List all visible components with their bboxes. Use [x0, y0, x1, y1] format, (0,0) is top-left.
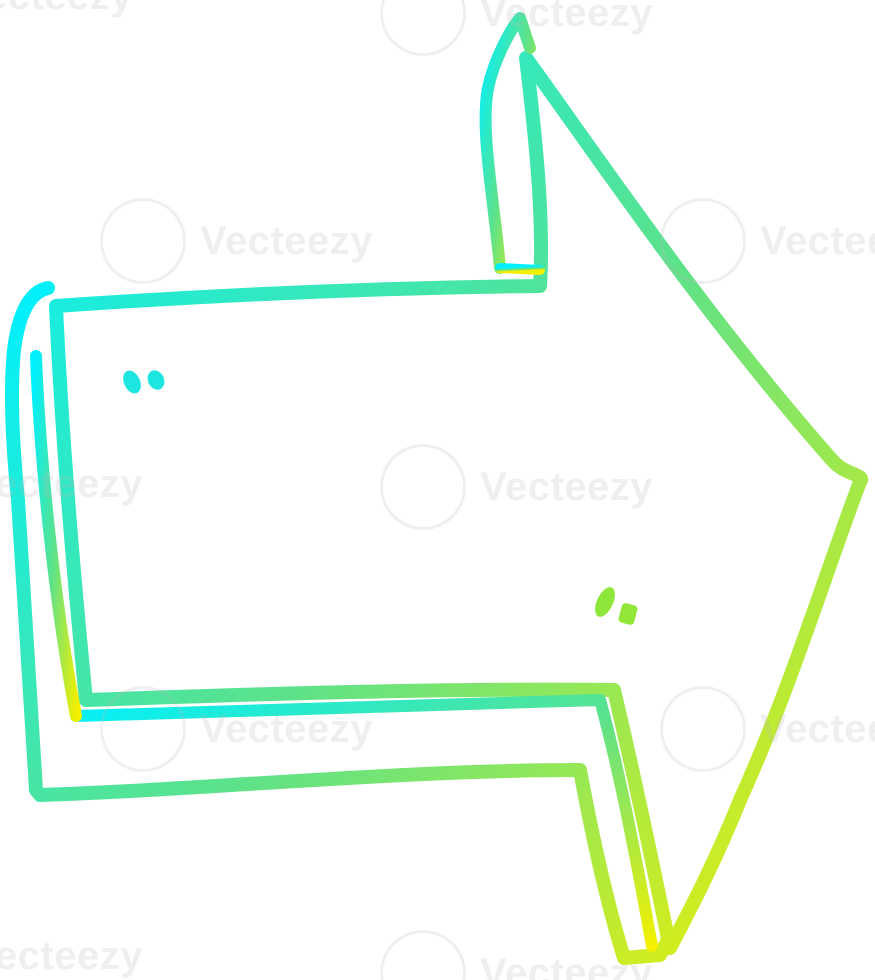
- shine-mark-right-2: [618, 603, 638, 625]
- arrow-left-fold: [30, 350, 82, 722]
- shine-mark-left-1: [123, 370, 141, 394]
- arrow-bottom-fold: [70, 694, 658, 952]
- shine-mark-left-2: [147, 370, 165, 390]
- arrow-top-inner-edge: [495, 263, 545, 275]
- arrow-top-fold: [479, 12, 536, 274]
- shine-mark-right-1: [595, 587, 615, 617]
- arrow-front-face: [49, 51, 869, 955]
